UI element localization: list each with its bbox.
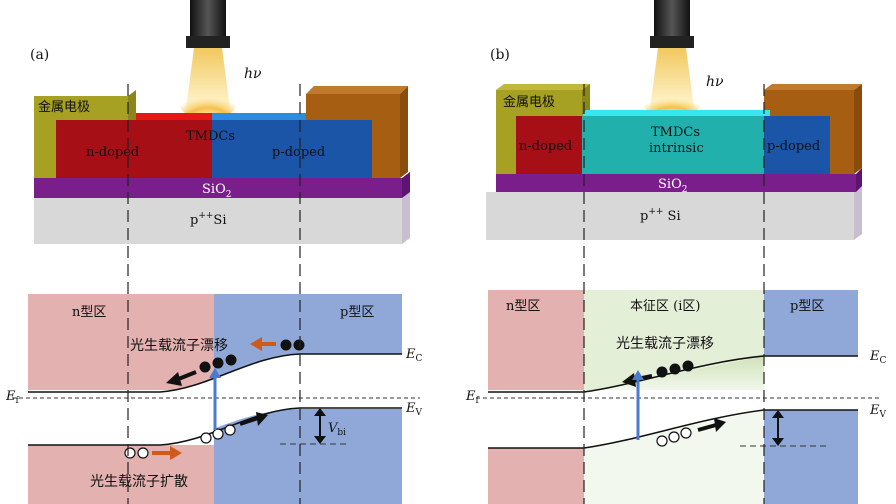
panel-b: (b) hν p++ Si SiO2 金属电极 <box>465 0 887 504</box>
ec-label-b: EC <box>869 349 887 366</box>
region-n-label-b: n型区 <box>506 299 540 314</box>
metal-label-b: 金属电极 <box>503 94 555 110</box>
p-doped-label-b: p-doped <box>767 139 820 154</box>
valence-band-line-b <box>488 409 858 449</box>
region-p-label-a: p型区 <box>340 305 374 320</box>
hole-a-3 <box>224 424 236 436</box>
hole-b-1 <box>656 435 668 447</box>
n-region-lower-a <box>28 445 214 504</box>
band-diagram-b <box>476 290 880 504</box>
n-doped-region-b <box>516 116 582 174</box>
p-region-lower-b <box>764 410 858 504</box>
conduction-band-line-a <box>28 353 402 393</box>
p-doped-region-b <box>764 116 830 174</box>
hole-a-2 <box>212 428 224 440</box>
electron-a-3 <box>225 354 237 366</box>
oxide-label-a: SiO2 <box>202 182 231 200</box>
metal-label-a: 金属电极 <box>38 99 90 115</box>
oxide-layer-b: SiO2 <box>496 168 862 195</box>
ev-label-b: EV <box>869 403 887 420</box>
hole-drift-arrow-a <box>239 416 259 426</box>
tmdc-label-a: TMDCs <box>186 129 235 144</box>
ef-label-b: Ef <box>465 389 480 406</box>
n-region-band-a <box>28 294 214 390</box>
hole-a-1 <box>200 432 212 444</box>
n-doped-label-b: n-doped <box>519 139 572 154</box>
p-doped-region-a <box>212 120 372 178</box>
hole-a-5 <box>137 447 149 459</box>
drift-label-a: 光生载流子漂移 <box>130 338 228 354</box>
i-region-lower-b <box>584 410 764 504</box>
electron-b-2 <box>669 363 681 375</box>
photon-label-b: hν <box>706 74 724 90</box>
panel-a: (a) hν p++Si SiO2 <box>5 0 423 504</box>
electron-b-3 <box>682 360 694 372</box>
substrate-label-b: p++ Si <box>640 207 681 224</box>
ef-label-a: Ef <box>5 389 20 406</box>
light-head-a <box>190 0 226 42</box>
electron-a-5 <box>293 339 305 351</box>
tmdc-label-b: TMDCs <box>651 125 700 140</box>
light-collar-a <box>186 36 230 48</box>
region-i-label-b: 本征区 (i区) <box>630 299 700 314</box>
region-p-label-b: p型区 <box>790 299 824 314</box>
hole-b-3 <box>680 427 692 439</box>
electron-a-4 <box>280 339 292 351</box>
p-region-lower-a <box>214 409 402 504</box>
panel-a-label: (a) <box>30 47 49 63</box>
oxide-label-b: SiO2 <box>658 177 687 195</box>
hole-a-4 <box>124 447 136 459</box>
ev-label-a: EV <box>405 401 423 418</box>
light-source-b <box>644 0 700 118</box>
substrate-label-a: p++Si <box>190 211 227 228</box>
diffusion-label-a: 光生载流子扩散 <box>90 474 188 490</box>
light-source-a <box>180 0 236 120</box>
n-doped-region-a <box>56 120 212 178</box>
conduction-band-line-b <box>488 355 858 393</box>
light-collar-b <box>650 36 694 48</box>
vbi-label-a: Vbi <box>328 421 346 438</box>
panel-b-label: (b) <box>490 47 510 63</box>
electron-a-2 <box>212 357 224 369</box>
photon-label-a: hν <box>244 66 262 82</box>
p-region-band-b <box>764 290 858 356</box>
n-region-lower-b <box>488 448 584 504</box>
ec-label-a: EC <box>405 347 423 364</box>
oxide-layer-a: SiO2 <box>34 172 410 200</box>
hole-drift-arrow-b <box>697 423 717 432</box>
hole-b-2 <box>668 431 680 443</box>
substrate-b: p++ Si <box>486 184 862 240</box>
drift-label-b: 光生载流子漂移 <box>616 336 714 352</box>
n-region-band-b <box>488 290 584 390</box>
light-spot-a <box>180 88 236 120</box>
substrate-a: p++Si <box>34 190 410 244</box>
n-doped-label-a: n-doped <box>86 145 139 160</box>
electron-a-1 <box>199 361 211 373</box>
carriers-a <box>124 337 305 460</box>
tmdc-layer-a <box>124 113 306 120</box>
carriers-b <box>622 360 726 447</box>
intrinsic-label-b: intrinsic <box>649 141 704 156</box>
intrinsic-region-b <box>582 110 770 174</box>
electron-b-1 <box>656 366 668 378</box>
region-n-label-a: n型区 <box>72 305 106 320</box>
light-head-b <box>654 0 690 42</box>
p-doped-label-a: p-doped <box>272 145 325 160</box>
